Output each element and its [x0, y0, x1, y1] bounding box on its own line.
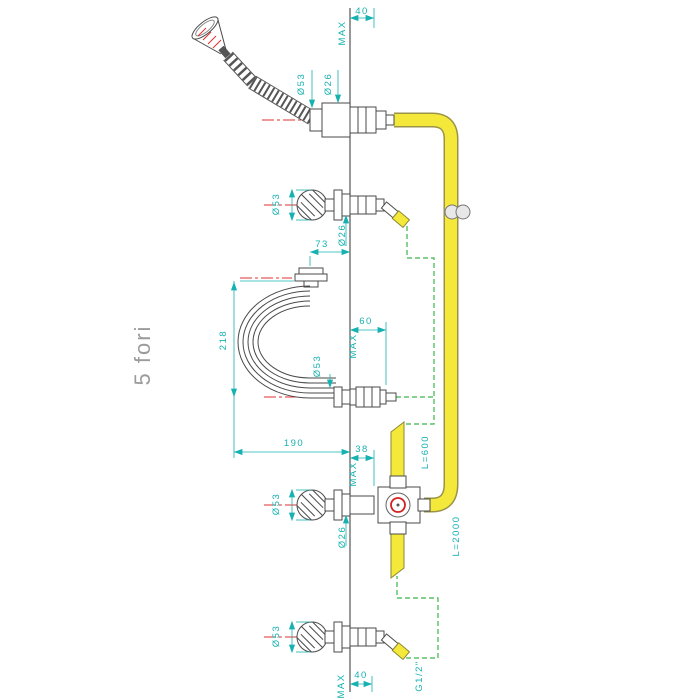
shutoff-valve-bottom — [296, 621, 410, 660]
diverter-fixture — [296, 475, 431, 535]
valve-outlet — [380, 200, 410, 228]
dim-diverter-d53: Ø53 — [271, 493, 282, 515]
hand-shower-neck — [218, 45, 231, 59]
dim-spout-deck-max: MAX — [348, 333, 359, 358]
dim-valve-top-d53: Ø53 — [271, 193, 282, 215]
dim-diverter-deck-value: 38 — [355, 444, 369, 455]
connection-lines — [396, 226, 439, 659]
dim-handshower-d26: Ø26 — [323, 73, 334, 95]
hose-l600 — [390, 420, 405, 477]
dim-hose-short-length: L=600 — [420, 435, 431, 469]
shutoff-valve-top — [296, 189, 410, 228]
valve-escutcheon — [333, 189, 351, 221]
dim-spout-deck-value: 60 — [359, 316, 373, 327]
dim-loop-offset: 73 — [315, 239, 329, 250]
hose-l2000 — [394, 112, 471, 513]
dim-thread-size: G1/2" — [414, 660, 425, 691]
dim-spout-reach: 190 — [284, 438, 304, 449]
dim-valve-bottom-d53: Ø53 — [271, 625, 282, 647]
valve-handle — [296, 621, 335, 653]
dim-deck-bottom-max: MAX — [336, 673, 347, 698]
labels: 40 MAX Ø53 Ø26 Ø53 Ø26 73 218 5 fori 60 … — [130, 6, 462, 699]
drawing-note: 5 fori — [130, 325, 155, 386]
valve-handle — [296, 189, 335, 221]
dim-deck-top-max: MAX — [337, 20, 348, 45]
head-section-hatch — [197, 27, 222, 49]
hand-shower-fixture — [191, 16, 395, 138]
valve-body — [349, 195, 385, 215]
dim-loop-height: 218 — [218, 330, 229, 350]
hand-shower-head — [191, 16, 227, 55]
dim-hose-long-length: L=2000 — [451, 516, 462, 557]
spout-fixture — [333, 386, 397, 408]
hose-loop — [237, 267, 336, 399]
dim-valve-top-d26: Ø26 — [337, 224, 348, 246]
connection-bottom — [396, 576, 439, 659]
diverter-handle — [296, 489, 335, 521]
valve-body — [349, 627, 385, 647]
dim-deck-top-value: 40 — [355, 6, 369, 17]
hose-diverter-lower — [390, 533, 405, 580]
dimension-lines — [231, 8, 387, 692]
dim-deck-bottom-value: 40 — [354, 670, 368, 681]
valve-outlet — [380, 632, 410, 660]
connection-top — [404, 226, 435, 425]
diverter-escutcheon — [333, 489, 351, 521]
hose-coupling — [455, 204, 471, 220]
dim-diverter-d26: Ø26 — [337, 526, 348, 548]
valve-escutcheon — [333, 621, 351, 653]
dim-spout-d53: Ø53 — [312, 355, 323, 377]
dim-handshower-d53: Ø53 — [296, 73, 307, 95]
dim-diverter-deck-max: MAX — [348, 461, 359, 486]
